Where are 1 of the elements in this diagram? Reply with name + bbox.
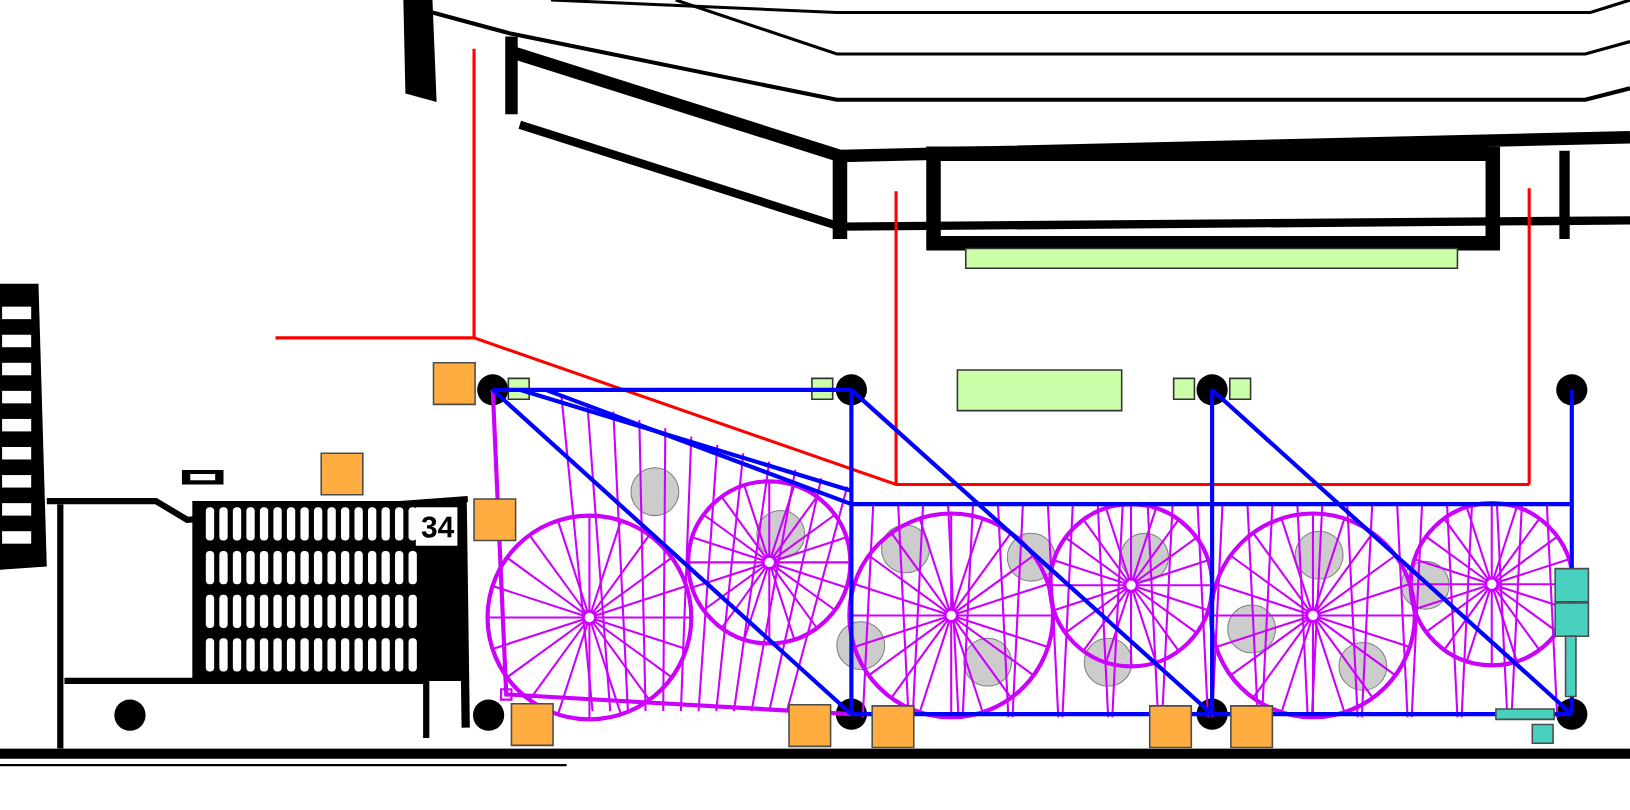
seat-number: 34 xyxy=(421,516,455,538)
